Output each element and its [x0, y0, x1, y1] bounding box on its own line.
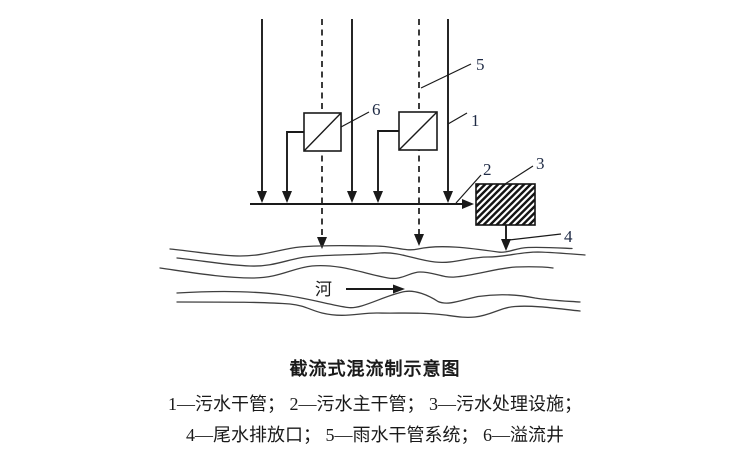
arrowhead-icon	[317, 237, 327, 249]
diagram-legend-line2: 4—尾水排放口； 5—雨水干管系统； 6—溢流井	[186, 425, 564, 445]
callout-number-5: 5	[476, 55, 485, 74]
callout-leaders	[340, 63, 562, 241]
overflow-well-diagonal-2	[398, 111, 438, 151]
callout-numbers: 5 6 1 2 3 4	[372, 55, 573, 246]
overflow-connector-arrowheads	[282, 191, 383, 203]
arrowhead-icon	[257, 191, 267, 203]
treatment-facility	[475, 183, 536, 226]
treatment-facility-box	[475, 183, 536, 226]
diagram-title: 截流式混流制示意图	[289, 359, 461, 379]
callout-number-6: 6	[372, 100, 381, 119]
arrowhead-icon	[373, 191, 383, 203]
river-bank-line	[176, 251, 586, 267]
leader-3	[504, 165, 534, 185]
river-bank-line	[176, 301, 581, 319]
combined-sewer-schematic: 河 5 6 1 2 3 4	[159, 19, 586, 319]
callout-number-4: 4	[564, 227, 573, 246]
sewage-pipe-arrowheads	[257, 191, 453, 203]
overflow-well-diagonal-1	[303, 112, 342, 152]
tailwater-outfall	[501, 225, 511, 251]
overflow-wells	[303, 111, 438, 152]
arrowhead-icon	[443, 191, 453, 203]
rainwater-outfall-arrowheads	[317, 234, 424, 249]
leader-6	[340, 111, 370, 128]
leader-2	[455, 174, 482, 204]
overflow-connector-2	[377, 130, 399, 192]
river-label: 河	[315, 280, 332, 299]
interceptor-main	[250, 199, 474, 209]
arrowhead-icon	[462, 199, 474, 209]
diagram-legend-line1: 1—污水干管； 2—污水主干管； 3—污水处理设施；	[168, 394, 582, 414]
callout-number-3: 3	[536, 154, 545, 173]
arrowhead-icon	[393, 284, 405, 294]
river-lines	[159, 244, 586, 319]
leader-1	[447, 112, 468, 125]
arrowhead-icon	[501, 239, 511, 251]
leader-5	[420, 63, 472, 89]
river-bank-line	[176, 290, 581, 309]
river-bank-line	[159, 264, 554, 280]
sewage-pipes-solid	[261, 19, 449, 192]
river-bank-line	[169, 244, 573, 257]
overflow-connectors	[286, 130, 399, 192]
overflow-connector-1	[286, 131, 304, 192]
river-flow: 河	[315, 280, 405, 299]
arrowhead-icon	[282, 191, 292, 203]
leader-4	[508, 233, 562, 241]
arrowhead-icon	[347, 191, 357, 203]
callout-number-2: 2	[483, 160, 492, 179]
arrowhead-icon	[414, 234, 424, 246]
callout-number-1: 1	[471, 111, 480, 130]
